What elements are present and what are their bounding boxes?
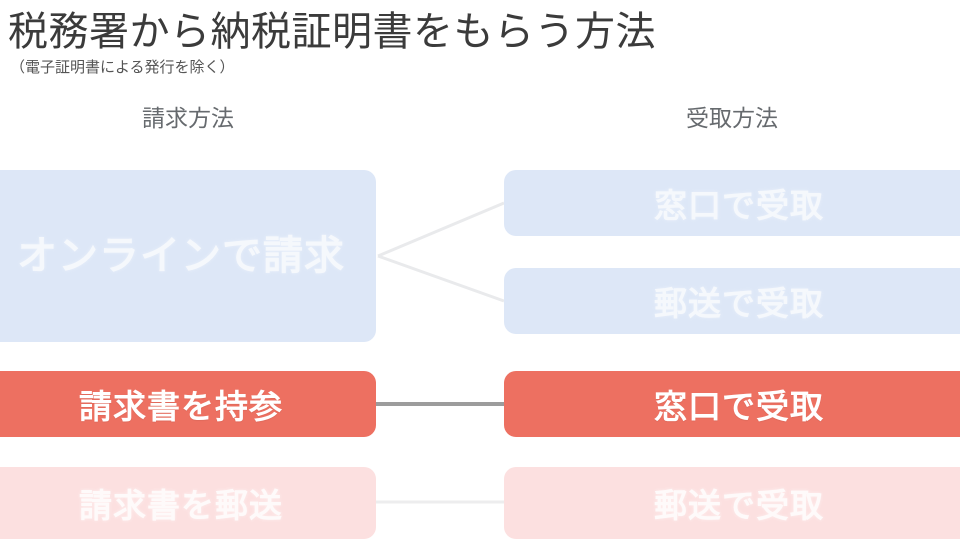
flow-box-request-by-mail[interactable]: 請求書を郵送 (0, 467, 376, 539)
flow-box-label: 郵送で受取 (654, 487, 824, 524)
flow-box-receive-counter-online[interactable]: 窓口で受取 (504, 170, 960, 236)
flow-box-receive-mail-online[interactable]: 郵送で受取 (504, 268, 960, 334)
page-subtitle: （電子証明書による発行を除く） (10, 59, 235, 76)
column-header-request-method: 請求方法 (142, 105, 234, 131)
flow-box-label: 請求書を郵送 (79, 487, 283, 524)
flow-box-label: 郵送で受取 (654, 285, 824, 322)
flow-box-label: 窓口で受取 (654, 388, 824, 425)
flow-box-receive-counter-in-person[interactable]: 窓口で受取 (504, 371, 960, 437)
connector-fork-lower (377, 254, 505, 303)
flow-box-label: 窓口で受取 (654, 187, 824, 224)
flow-box-label: 請求書を持参 (79, 388, 283, 425)
page-title: 税務署から納税証明書をもらう方法 (8, 10, 656, 54)
flow-box-label: オンラインで請求 (17, 234, 345, 278)
column-header-receive-method: 受取方法 (686, 105, 778, 131)
flow-box-request-in-person[interactable]: 請求書を持参 (0, 371, 376, 437)
connector-fork-upper (377, 201, 505, 258)
flow-box-request-online[interactable]: オンラインで請求 (0, 170, 376, 342)
flow-box-receive-mail-by-mail[interactable]: 郵送で受取 (504, 467, 960, 539)
